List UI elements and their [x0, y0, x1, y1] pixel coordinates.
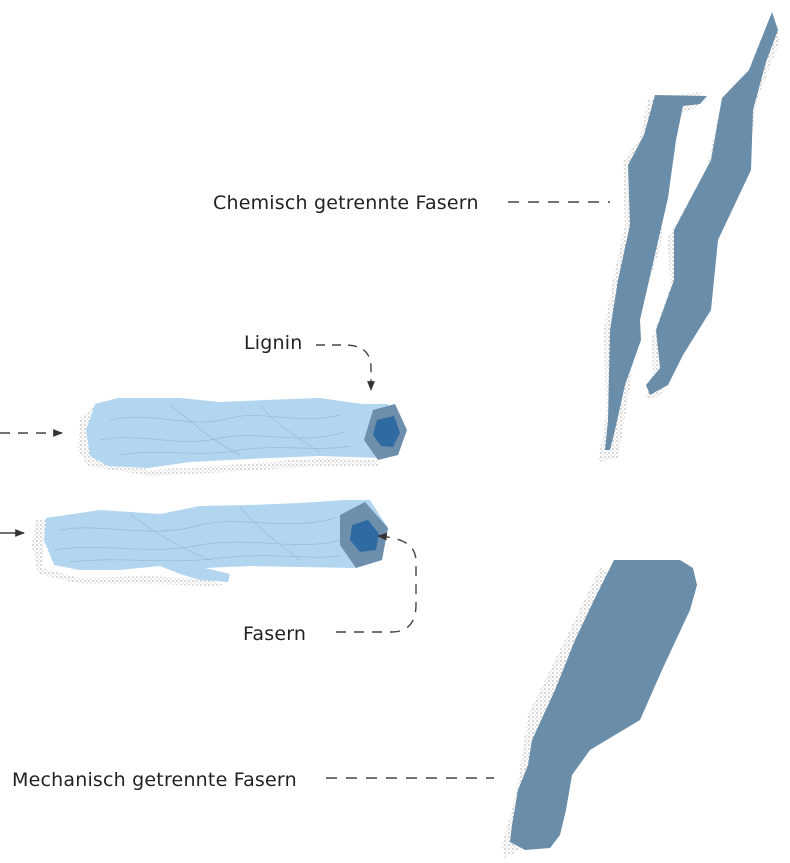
label-chemical-fibers: Chemisch getrennte Fasern [213, 192, 479, 214]
upper-fiber-bundle [78, 398, 407, 476]
lower-fiber-bundle [32, 500, 388, 586]
upper-bundle-body [86, 398, 405, 468]
label-mechanical-fibers: Mechanisch getrennte Fasern [12, 769, 297, 791]
connectors [0, 202, 610, 778]
lignin-pointer-arrow [316, 345, 371, 390]
chemical-fibers [598, 12, 780, 462]
mechanical-fibers [502, 560, 697, 858]
label-lignin: Lignin [244, 332, 303, 354]
label-fibers: Fasern [243, 623, 306, 645]
